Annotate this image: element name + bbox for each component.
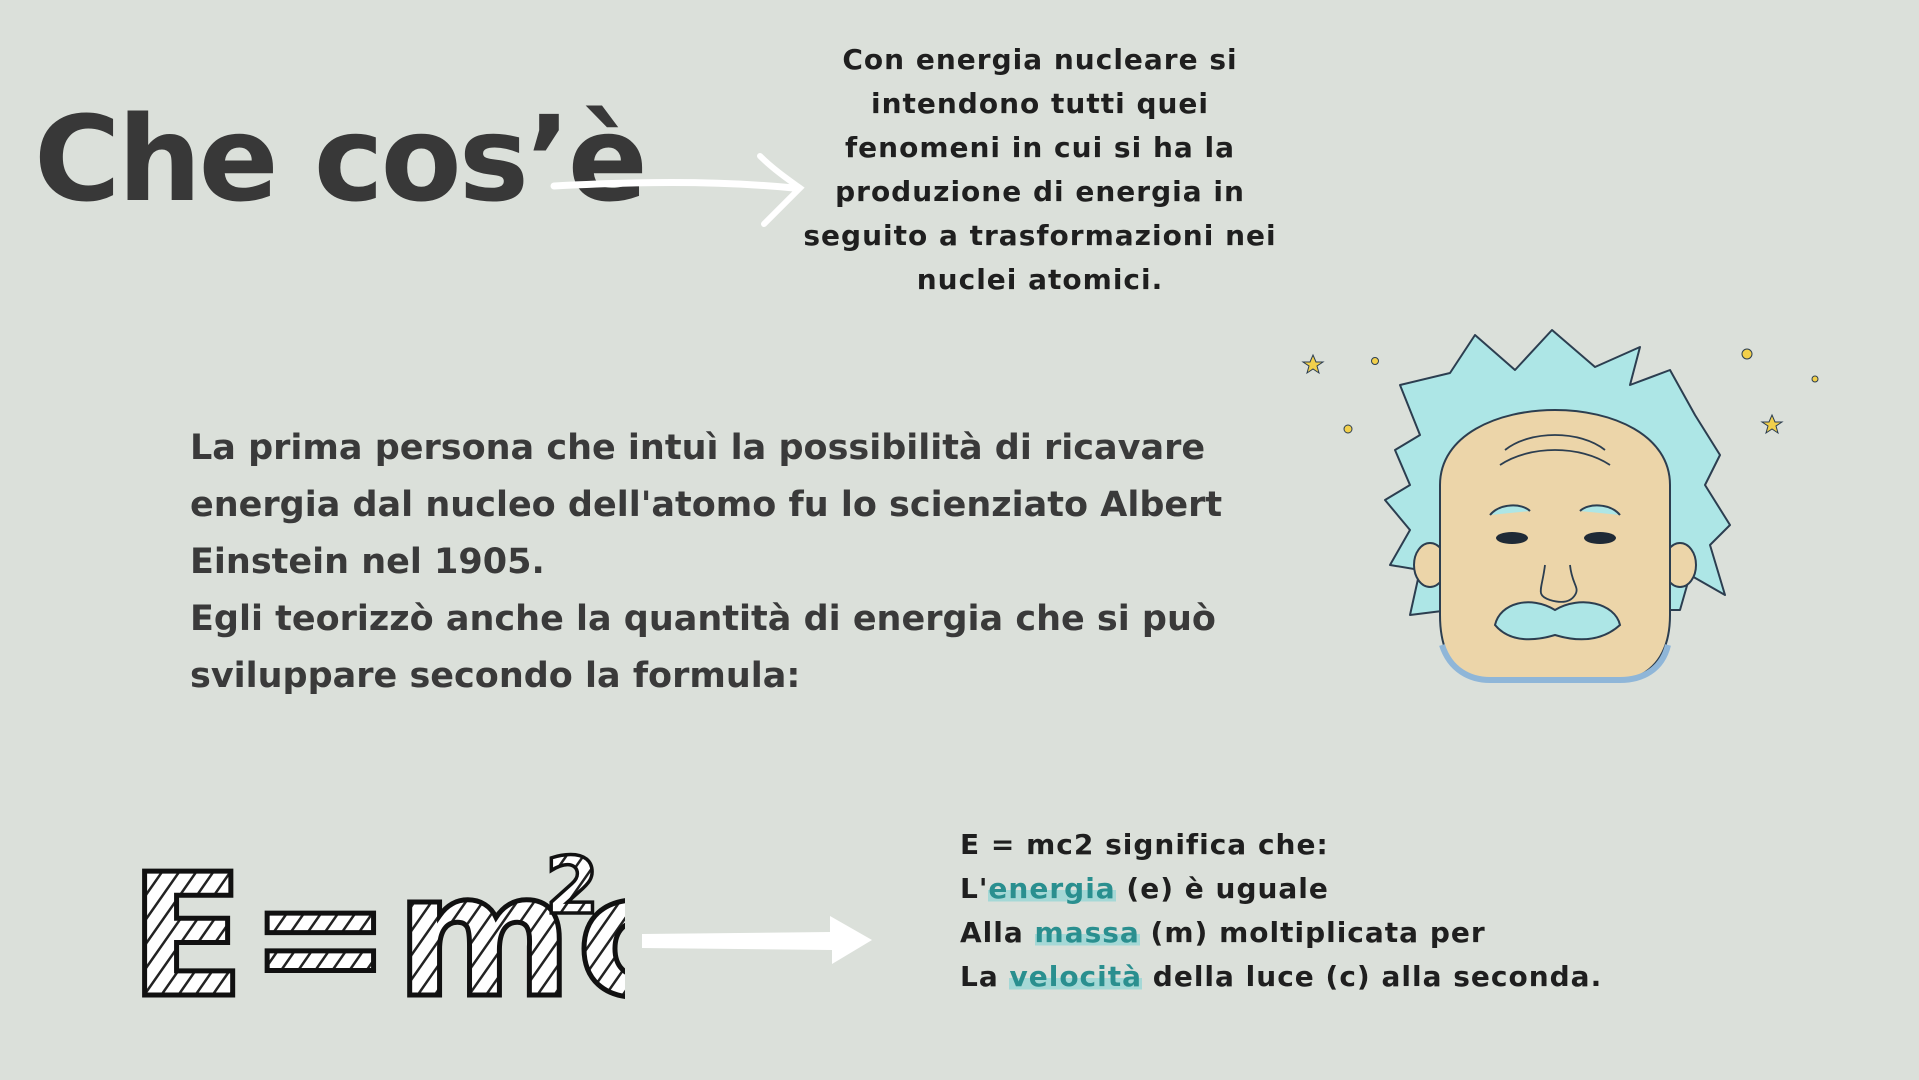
explanation-line-4: La velocità della luce (c) alla seconda. (960, 960, 1603, 993)
highlight-massa: massa (1034, 916, 1140, 949)
highlight-velocita: velocità (1009, 960, 1143, 993)
formula-art: E=mc 2 (127, 836, 626, 1016)
highlight-energia: energia (988, 872, 1116, 905)
formula-text: E=mc (129, 838, 625, 1015)
explanation-line-1: E = mc2 significa che: (960, 828, 1329, 861)
paragraph-einstein: La prima persona che intuì la possibilit… (190, 428, 1223, 582)
definition-text: Con energia nucleare si intendono tutti … (803, 43, 1277, 296)
einstein-illustration (1301, 329, 1819, 683)
star-icon (1301, 353, 1784, 435)
thick-arrow-right-icon (642, 916, 872, 964)
formula-explanation: E = mc2 significa che: L'energia (e) è u… (960, 823, 1602, 999)
paragraph-formula: Egli teorizzò anche la quantità di energ… (190, 599, 1216, 696)
explanation-line-3: Alla massa (m) moltiplicata per (960, 916, 1486, 949)
explanation-line-2: L'energia (e) è uguale (960, 872, 1329, 905)
page-title: Che cos’è (34, 90, 648, 228)
body-text: La prima persona che intuì la possibilit… (190, 420, 1290, 705)
formula-superscript: 2 (545, 842, 599, 932)
arrow-right-icon (550, 153, 805, 227)
